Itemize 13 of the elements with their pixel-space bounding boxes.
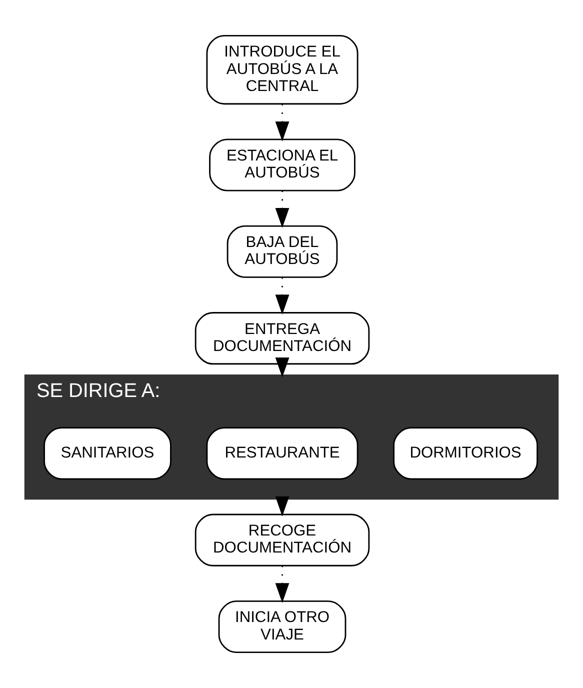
node-box: SANITARIOS	[44, 427, 172, 480]
node-box: RECOGE DOCUMENTACIÓN	[194, 514, 370, 566]
node-box: DORMITORIOS	[393, 427, 538, 480]
arrow	[275, 496, 290, 516]
node-box: BAJA DEL AUTOBÚS	[226, 225, 338, 278]
arrow	[275, 358, 290, 378]
node-box: RESTAURANTE	[206, 427, 358, 480]
node-box: INICIA OTRO VIAJE	[218, 600, 346, 654]
arrow	[275, 190, 290, 228]
arrow	[275, 104, 290, 142]
node-box: ESTACIONA EL AUTOBÚS	[209, 138, 356, 192]
node-box: INTRODUCE EL AUTOBÚS A LA CENTRAL	[206, 34, 358, 105]
arrow	[275, 277, 290, 315]
